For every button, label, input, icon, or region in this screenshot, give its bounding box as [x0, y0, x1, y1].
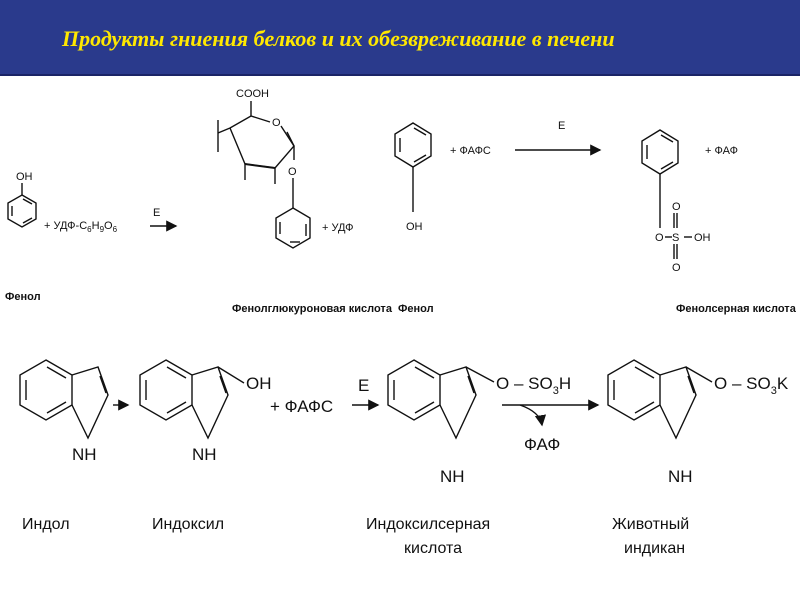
enzyme-label-1: Е: [153, 207, 160, 219]
svg-text:COOH: COOH: [236, 88, 269, 100]
indoxylsulfuric-structure: [387, 359, 495, 440]
indican-name-1: Животный: [612, 516, 689, 533]
enzyme-label-3: Е: [358, 376, 369, 395]
sulfate-o-left: O: [655, 232, 664, 244]
o-so3h-group: O – SO3H: [496, 374, 571, 397]
plus-fafs-top: + ФАФС: [450, 145, 491, 157]
plus-faf-top: + ФАФ: [705, 145, 738, 157]
sulfate-o-top: O: [672, 201, 681, 213]
indole-nh: NH: [72, 445, 97, 464]
phenol-oh-label: OH: [16, 171, 33, 183]
svg-text:O: O: [288, 166, 297, 178]
indoxyl-structure: [139, 359, 245, 440]
indoxyl-name: Индоксил: [152, 516, 224, 533]
faf-release-arrow: [519, 404, 547, 427]
phenolsulfate-name: Фенолсерная кислота: [676, 303, 797, 315]
indican-nh: NH: [668, 467, 693, 486]
indole-structure: [19, 359, 109, 440]
glucuronide-structure: COOH O O: [217, 88, 311, 249]
svg-text:O: O: [272, 117, 281, 129]
udf-glucose-reagent: + УДФ-С6Н9О6: [44, 220, 118, 234]
indoxylsulfuric-name-2: кислота: [404, 540, 462, 557]
sulfate-o-bottom: O: [672, 262, 681, 274]
indoxyl-nh: NH: [192, 445, 217, 464]
plus-fafs-bottom: + ФАФС: [270, 397, 333, 416]
o-so3k-group: O – SO3K: [714, 374, 789, 397]
phenol2-oh-label: OH: [406, 221, 423, 233]
indole-name: Индол: [22, 516, 70, 533]
faf-bottom: ФАФ: [524, 435, 560, 454]
indoxyl-oh: OH: [246, 374, 272, 393]
phenol-name-2: Фенол: [398, 303, 434, 315]
indican-structure: [607, 359, 713, 440]
title-banner: Продукты гниения белков и их обезврежива…: [0, 0, 800, 76]
sulfate-s: S: [672, 232, 679, 244]
indoxylsulfuric-nh: NH: [440, 467, 465, 486]
indoxylsulfuric-name-1: Индоксилсерная: [366, 516, 490, 533]
indican-name-2: индикан: [624, 540, 685, 557]
sulfate-oh: OH: [694, 232, 711, 244]
enzyme-label-2: Е: [558, 120, 565, 132]
phenylsulfate-structure: [641, 129, 692, 259]
phenol-name-1: Фенол: [5, 291, 41, 303]
plus-udf-product: + УДФ: [322, 222, 354, 234]
glucuronide-name: Фенолглюкуроновая кислота: [232, 303, 393, 315]
phenol-structure-2: [394, 122, 432, 212]
slide-title: Продукты гниения белков и их обезврежива…: [62, 26, 615, 51]
phenol-structure-1: [7, 183, 37, 228]
